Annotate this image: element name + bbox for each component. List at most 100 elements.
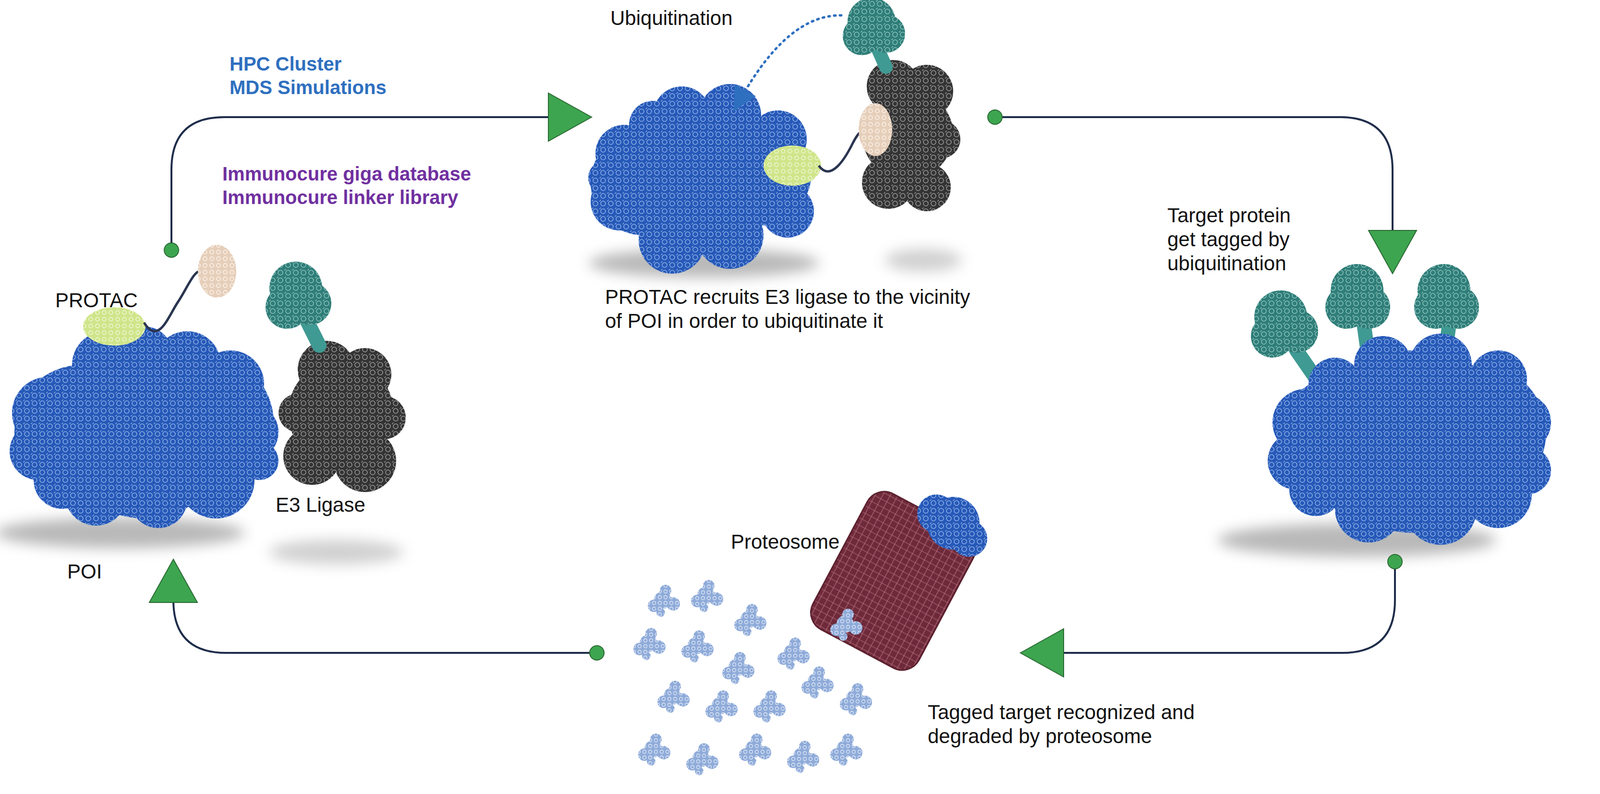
stage-two-art [588, 0, 962, 278]
art-part [1346, 285, 1391, 329]
art-part [629, 100, 678, 149]
stage-one-art [0, 244, 406, 565]
art-part [657, 680, 690, 714]
art-part [1464, 460, 1532, 529]
art-part [638, 206, 706, 274]
stage-group: PROTAC recruits E3 ligase to the vicinit… [591, 0, 1001, 269]
annotation-label: Ubiquitination [610, 6, 733, 31]
art-part [681, 630, 714, 663]
art-part [1308, 357, 1362, 411]
art-part [588, 160, 622, 195]
stage-text: Target protein get tagged by ubiquitinat… [1167, 203, 1302, 276]
art-part [900, 64, 954, 118]
start-dot [1387, 554, 1403, 570]
protac-warhead [83, 307, 146, 346]
art-part [739, 733, 772, 766]
annotation-label: Immunocure giga database [222, 161, 472, 186]
art-part [288, 281, 332, 326]
entering-protein [917, 494, 988, 558]
poi-protein [9, 326, 279, 529]
art-part [1409, 333, 1472, 397]
art-part [1404, 472, 1477, 546]
art-part [866, 14, 906, 53]
art-part [1469, 350, 1528, 409]
art-part [787, 740, 820, 774]
art-part [1334, 475, 1403, 543]
art-part [722, 652, 755, 685]
art-part [917, 494, 956, 534]
art-part [801, 666, 834, 699]
art-part [950, 520, 988, 558]
cycle-line [171, 117, 549, 251]
stage-group: ProteosomeTagged target recognized and d… [596, 489, 1021, 793]
art-part [268, 539, 404, 565]
art-part [647, 584, 680, 618]
stage-three-art [1217, 264, 1552, 558]
art-part [196, 350, 265, 418]
art-part [283, 427, 341, 485]
art-part [830, 733, 863, 766]
art-part [804, 484, 983, 678]
arrow-head [1020, 629, 1064, 678]
cycle-arrow [1020, 554, 1403, 678]
art-part [1274, 309, 1319, 353]
art-part [1354, 336, 1412, 394]
art-part [761, 184, 814, 238]
protac-linker [144, 271, 202, 332]
art-part [921, 120, 961, 159]
start-dot [987, 109, 1003, 125]
arrow-head [1368, 230, 1417, 274]
stage-text: PROTAC [55, 288, 138, 313]
art-part [1435, 285, 1479, 329]
stage-group: Target protein get tagged by ubiquitinat… [1162, 273, 1547, 562]
protac-e3-binder [858, 103, 893, 157]
art-part [705, 690, 738, 723]
stage-text: Tagged target recognized and degraded by… [927, 700, 1226, 749]
art-part [690, 580, 724, 613]
art-part [1289, 463, 1343, 517]
stage-text: PROTAC recruits E3 ligase to the vicinit… [605, 285, 982, 334]
ubiquitin [1250, 264, 1479, 358]
art-part [753, 690, 786, 723]
art-part [839, 683, 873, 716]
stage-text: Proteosome [730, 530, 840, 555]
stage-text: E3 Ligase [275, 493, 366, 518]
art-part [696, 201, 764, 269]
cycle-arrow [149, 559, 605, 661]
proteasome [804, 484, 983, 678]
protac-e3-binder [197, 244, 237, 298]
art-part [830, 608, 863, 642]
art-part [362, 396, 406, 440]
cycle-line [1063, 561, 1395, 654]
start-dot [589, 645, 605, 661]
art-part [902, 163, 951, 212]
art-part [804, 484, 983, 678]
transfer-arrow [739, 15, 842, 101]
ubiquitin [842, 0, 906, 56]
tagged-protein [1267, 333, 1552, 546]
protac-warhead [763, 145, 822, 186]
art-part [633, 628, 666, 661]
art-part [638, 733, 671, 766]
art-part [278, 393, 317, 433]
ubiquitin [265, 261, 332, 329]
arrow-head [548, 93, 592, 142]
stage-group: PROTACE3 LigasePOI [0, 250, 433, 560]
art-part [33, 451, 92, 510]
cycle-arrow [164, 93, 592, 258]
art-part [734, 604, 767, 637]
art-part [884, 248, 962, 272]
art-part [0, 517, 245, 549]
e3-ligase-protein [278, 340, 406, 493]
annotation-label: MDS Simulations [229, 75, 387, 100]
cycle-line [173, 600, 597, 654]
start-dot [164, 242, 179, 258]
art-part [686, 743, 719, 776]
art-part [777, 637, 810, 670]
art-part [240, 441, 279, 481]
annotation-label: HPC Cluster [229, 51, 342, 76]
arrow-head [149, 559, 198, 603]
